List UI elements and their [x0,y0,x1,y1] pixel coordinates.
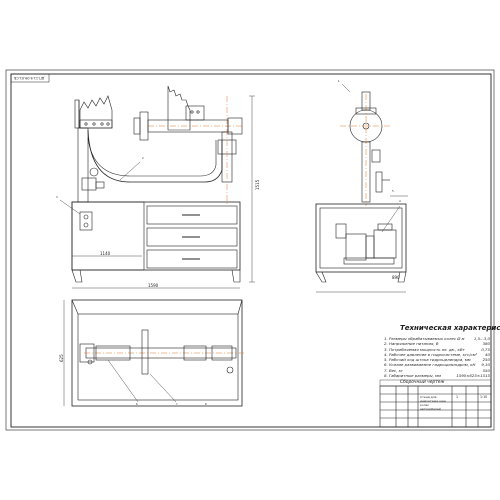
tech-spec-value: 550 [482,367,490,373]
tech-spec-row: 3. Потребляемая мощность эл. дв., кВт 0,7… [384,347,490,352]
tech-spec-text: 7. Вес, кг [384,367,404,373]
tech-spec-row: 4. Рабочее давление в гидросистеме, кгс/… [384,352,490,357]
dim-side-width: 890 [392,275,400,280]
stamp-box [10,73,50,83]
front-view [71,85,255,289]
leader-number: 1 [338,80,340,83]
title-block-line: Стенд для [420,395,437,399]
leader-number: 5 [392,190,394,193]
tech-spec-row: 7. Вес, кг 550 [384,368,490,373]
title-block-sheet: 1 [456,395,459,399]
tech-spec-text: 3. Потребляемая мощность эл. дв., кВт [384,346,465,352]
title-block-line: колес [420,403,430,407]
leader-number: 3 [56,196,58,199]
tech-spec-text: 2. Напряжение питания, В [384,341,439,347]
tech-spec-value: 40 [485,351,490,357]
note-box [379,379,492,387]
side-view [315,83,408,293]
leader-number: 8 [205,403,207,406]
tech-spec-text: 1. Размеры обрабатываемых колес Ø м [384,336,465,341]
leader-number: 4 [399,200,401,203]
tech-spec-title: Техническая характеристика [400,324,500,332]
dim-height: 1515 [255,179,260,190]
tech-spec-row: 6. Усилие развиваемое гидроцилиндром, кН… [384,362,490,367]
tech-spec-row: 5. Рабочий ход штока гидроцилиндра, мм 25… [384,357,490,362]
tech-spec-value: 1590×625×1515 [456,373,490,379]
tech-spec-value: 9,10 [481,362,490,368]
leader-number: 7 [176,403,178,406]
title-block-scale: 1:10 [480,395,488,399]
dim-depth: 625 [59,354,64,362]
dim-width-top: 1140 [100,251,111,256]
tech-spec-list: 1. Размеры обрабатываемых колес Ø м 1,5..… [384,336,490,378]
tech-spec-row: 8. Габаритные размеры, мм 1590×625×1515 [384,373,490,378]
tech-spec-text: 4. Рабочее давление в гидросистеме, кгс/… [384,351,478,357]
tech-spec-text: 8. Габаритные размеры, мм [384,373,441,379]
tech-spec-row: 1. Размеры обрабатываемых колес Ø м 1,5..… [384,336,490,341]
inner-frame [10,73,492,428]
tech-spec-text: 6. Усилие развиваемое гидроцилиндром, кН [384,362,476,368]
tech-spec-row: 2. Напряжение питания, В 380 [384,341,490,346]
tech-spec-value: 250 [482,357,490,363]
title-block-line: автомобилей [420,407,441,411]
tech-spec-value: 1,5...3,0 [473,336,490,341]
title-block-line: демонтажа шин [420,399,446,403]
tech-spec-value: 0,75 [481,346,490,352]
plan-view [63,299,244,407]
assembly-note: Сборочный чертеж [400,380,445,385]
leader-number: 6 [136,403,138,406]
outer-frame [5,69,495,431]
title-block [379,385,492,428]
dim-width-overall: 1590 [148,283,159,288]
drawing-stamp: ДП.11.9.09.01.СБ [14,76,45,80]
tech-spec-text: 5. Рабочий ход штока гидроцилиндра, мм [384,357,471,363]
tech-spec-value: 380 [482,341,490,347]
leader-number: 2 [142,157,144,160]
